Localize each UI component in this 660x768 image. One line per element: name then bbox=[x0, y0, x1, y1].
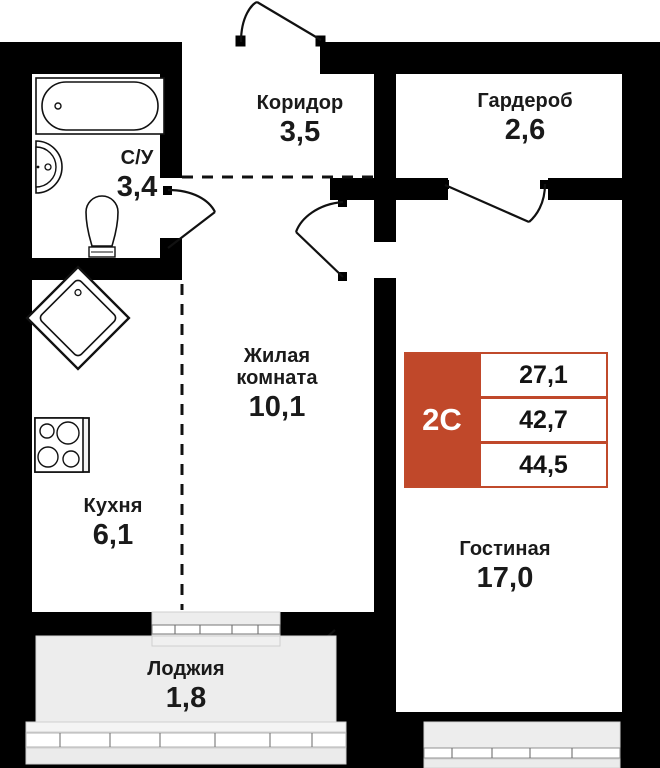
fixture-kitchen-sink bbox=[25, 265, 131, 371]
unit-info-badge: 2С 27,1 42,7 44,5 bbox=[404, 352, 608, 488]
door-entrance-leaf bbox=[256, 1, 322, 41]
wall-top-right-corner bbox=[560, 42, 660, 74]
door-wardrobe-leaf bbox=[444, 183, 530, 224]
wall-lounge-left-upper bbox=[374, 198, 396, 242]
door-entrance-arc bbox=[239, 0, 258, 43]
fixture-washbasin bbox=[35, 140, 63, 194]
unit-total-area-loggia: 44,5 bbox=[481, 441, 606, 486]
wall-top-mid bbox=[320, 42, 432, 74]
unit-code: 2С bbox=[406, 354, 478, 486]
unit-area-rows: 27,1 42,7 44,5 bbox=[478, 354, 606, 486]
wall-right-outer bbox=[622, 42, 660, 732]
wall-wardrobe-bottom-right bbox=[548, 178, 624, 200]
unit-total-area: 42,7 bbox=[481, 396, 606, 441]
unit-living-area: 27,1 bbox=[481, 354, 606, 396]
wall-wardrobe-bottom-left bbox=[330, 178, 448, 200]
wall-loggia-right bbox=[336, 636, 382, 732]
door-wardrobe-arc bbox=[528, 183, 547, 223]
wall-left-outer bbox=[0, 42, 32, 634]
door-bathroom-leaf bbox=[167, 211, 216, 249]
wall-corridor-wardrobe bbox=[374, 74, 396, 178]
fixture-bathtub bbox=[35, 77, 165, 135]
wall-bathroom-right-upper bbox=[160, 74, 182, 178]
window-kitchen-loggia bbox=[151, 611, 281, 647]
fixture-toilet bbox=[85, 195, 119, 258]
fixture-stove bbox=[34, 417, 90, 473]
balcony-lounge bbox=[423, 721, 621, 768]
door-bathroom-arc bbox=[167, 188, 216, 213]
loggia-structure bbox=[25, 635, 347, 765]
door-lounge-leaf bbox=[295, 231, 344, 278]
dashed-partitions bbox=[180, 175, 374, 610]
wall-bathroom-bottom bbox=[30, 258, 182, 280]
door-lounge-arc bbox=[294, 200, 344, 233]
